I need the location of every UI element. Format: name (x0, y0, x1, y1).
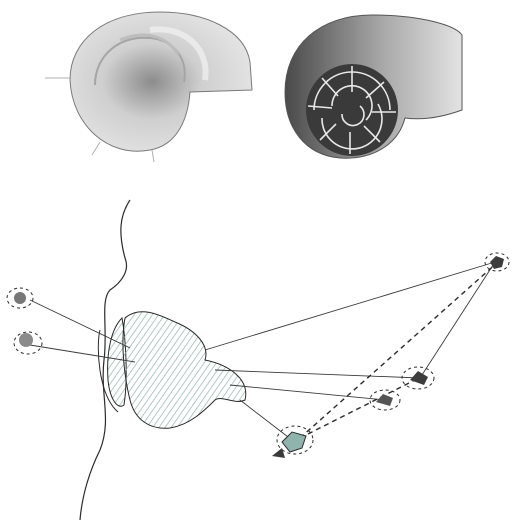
target-left-lower (14, 332, 42, 354)
target-left-upper (7, 288, 33, 308)
shell-cross-section-photo (285, 15, 462, 158)
target-far-right (485, 253, 509, 271)
target-middle-upper (402, 367, 434, 389)
shell-exterior-photo (45, 12, 252, 162)
target-bottom (272, 426, 313, 458)
head-profile-sketch (7, 200, 509, 520)
